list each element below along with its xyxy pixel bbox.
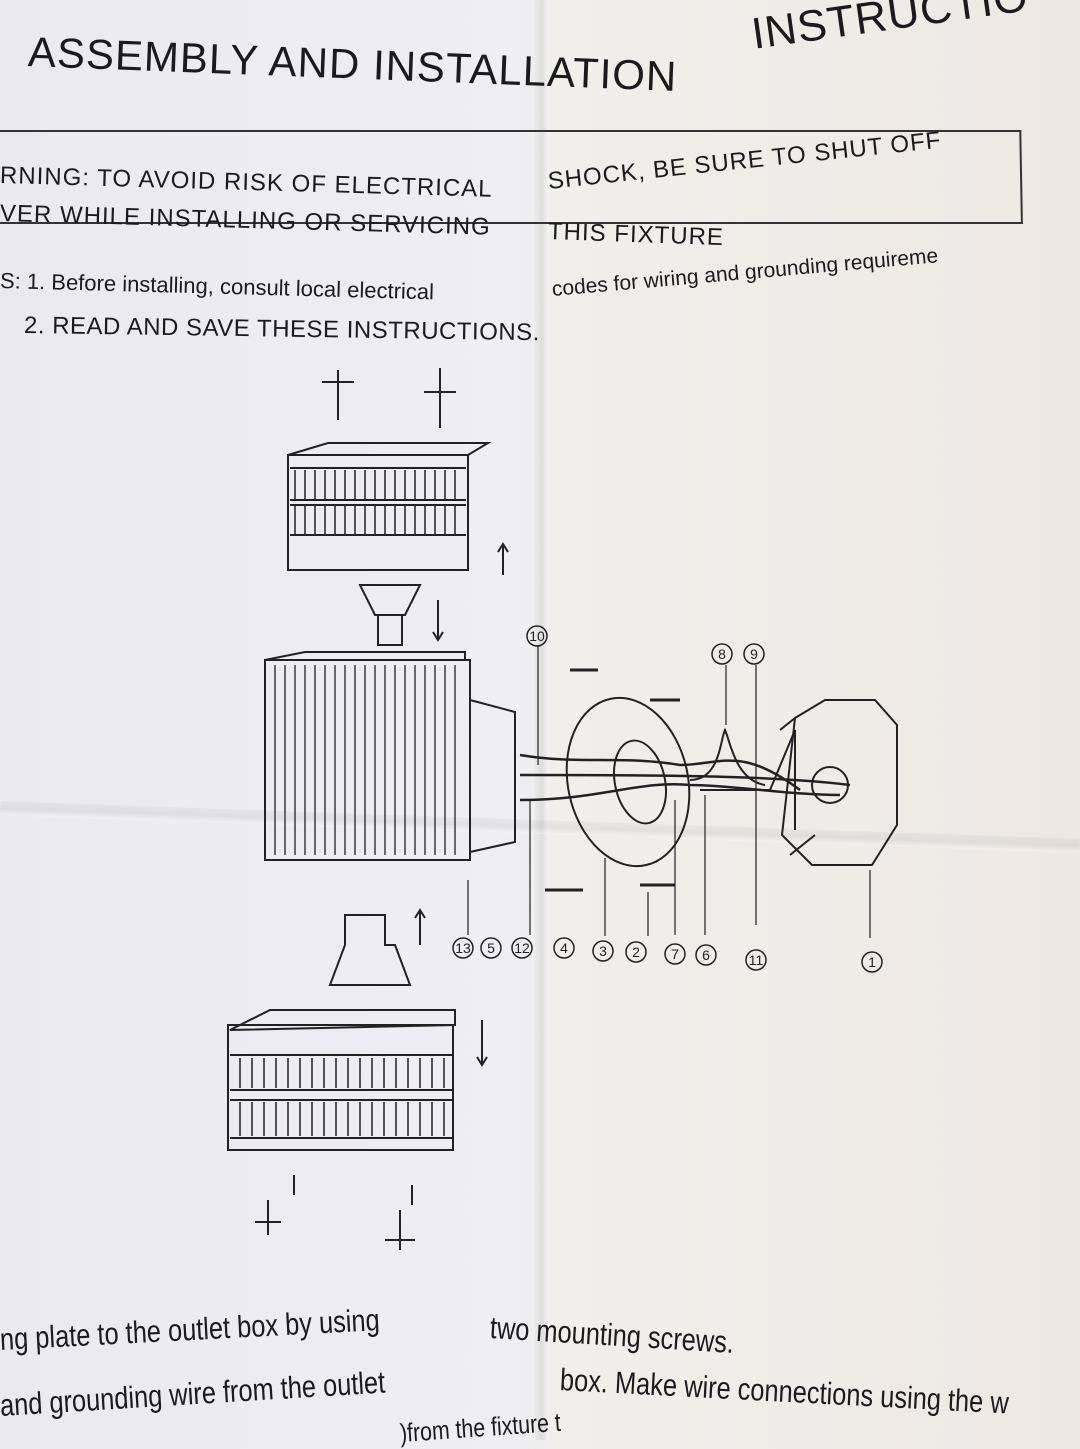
screws bbox=[545, 668, 680, 892]
arrow-down-icon bbox=[432, 600, 444, 642]
arrow-up-icon bbox=[497, 542, 509, 575]
part-label: 8 bbox=[718, 646, 726, 662]
part-label: 5 bbox=[487, 940, 495, 956]
part-label: 7 bbox=[671, 946, 679, 962]
arrow-up-icon bbox=[414, 908, 426, 945]
bottom-bulb bbox=[328, 914, 412, 986]
mounting-plate bbox=[565, 696, 691, 868]
part-label: 1 bbox=[868, 954, 876, 970]
part-label: 12 bbox=[514, 940, 530, 956]
bottom-shade bbox=[227, 1009, 456, 1151]
top-shade bbox=[287, 442, 492, 571]
arrow-down-icon bbox=[476, 1020, 488, 1067]
part-label: 3 bbox=[599, 943, 607, 959]
top-screws bbox=[322, 368, 456, 428]
fixture-housing bbox=[264, 651, 516, 861]
part-label: 10 bbox=[529, 628, 545, 644]
part-label: 6 bbox=[702, 947, 710, 963]
part-labels bbox=[452, 625, 883, 973]
part-label: 11 bbox=[749, 952, 764, 968]
outlet-box bbox=[769, 699, 898, 866]
part-label: 13 bbox=[455, 940, 471, 956]
bottom-screws bbox=[255, 1175, 415, 1250]
paper-fold-vertical bbox=[535, 0, 549, 1440]
crossbar bbox=[689, 727, 770, 791]
leader-lines bbox=[467, 645, 871, 938]
part-label: 9 bbox=[750, 646, 758, 662]
top-bulb bbox=[358, 584, 422, 646]
part-label: 2 bbox=[632, 944, 640, 960]
part-label: 4 bbox=[560, 940, 568, 956]
